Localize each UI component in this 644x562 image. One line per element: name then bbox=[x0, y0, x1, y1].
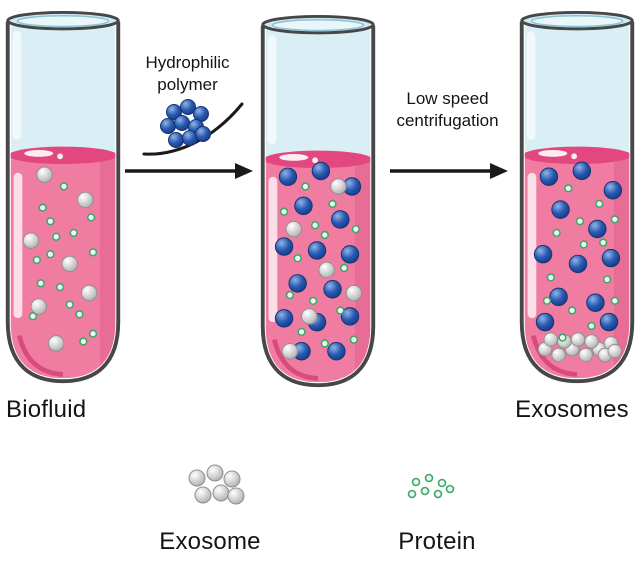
biofluid-particles bbox=[22, 166, 98, 352]
polymer-mixed-tube bbox=[255, 6, 381, 398]
exosome-legend-icon bbox=[188, 464, 245, 505]
protein-legend-icon bbox=[407, 473, 455, 499]
protein-legend-label: Protein bbox=[398, 528, 476, 555]
mixed-particles bbox=[274, 161, 363, 361]
centrifuged-particles bbox=[533, 161, 623, 363]
low-speed-centrifugation-label: Low speed centrifugation bbox=[396, 89, 499, 130]
arrow-right-icon bbox=[390, 163, 508, 179]
polymer-cluster-icon bbox=[142, 99, 244, 156]
hydrophilic-polymer-label: Hydrophilic polymer bbox=[145, 53, 230, 94]
biofluid-tube bbox=[0, 2, 126, 394]
exosomes-caption: Exosomes bbox=[515, 396, 629, 423]
biofluid-caption: Biofluid bbox=[6, 396, 87, 423]
centrifuged-tube bbox=[514, 2, 640, 394]
exosome-legend-label: Exosome bbox=[159, 528, 261, 555]
arrow-right-icon bbox=[125, 163, 253, 179]
